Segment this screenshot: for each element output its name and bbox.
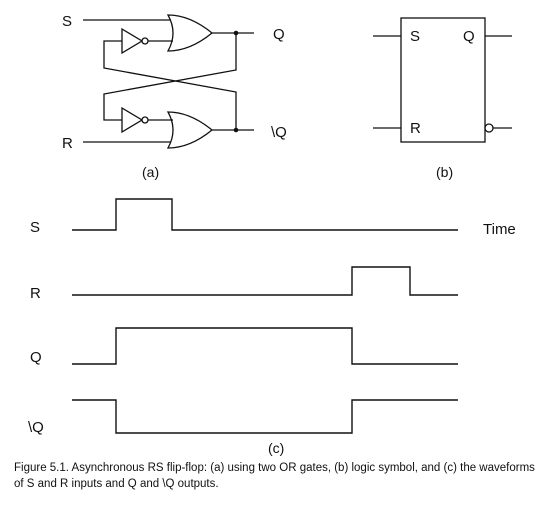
wave-qbar-label: \Q [28, 419, 44, 436]
waveforms: S R Q \Q Time (c) [28, 198, 516, 456]
panel-c-caption: (c) [268, 440, 284, 456]
q-feedback-wire [103, 33, 237, 121]
symbol-s-label: S [410, 28, 420, 45]
upper-inverter [121, 27, 144, 55]
circuit-output-q-label: Q [273, 26, 285, 43]
qbar-feedback-wire [103, 40, 237, 130]
lower-inverter [121, 106, 144, 134]
upper-or-gate [166, 14, 214, 52]
symbol-q-label: Q [463, 28, 475, 45]
figure-caption: Figure 5.1. Asynchronous RS flip-flop: (… [14, 462, 535, 490]
waveform-r [72, 266, 458, 296]
waveform-s [72, 198, 458, 231]
circuit-output-qbar-label: \Q [271, 124, 287, 141]
wave-r-label: R [30, 285, 41, 302]
circuit-input-r-label: R [62, 135, 73, 152]
panel-b-caption: (b) [436, 164, 453, 180]
waveform-qbar [72, 399, 458, 434]
upper-inverter-bubble [141, 37, 149, 45]
lower-inverter-bubble [141, 116, 149, 124]
or-gate-circuit: S R Q \Q (a) [62, 13, 287, 180]
wave-q-label: Q [30, 349, 42, 366]
logic-symbol: S R Q (b) [373, 17, 512, 180]
wave-s-label: S [30, 219, 40, 236]
symbol-r-label: R [410, 120, 421, 137]
lower-or-gate [166, 111, 214, 149]
panel-a-caption: (a) [142, 164, 159, 180]
time-label: Time [483, 221, 516, 238]
symbol-inverted-output-bubble [484, 123, 494, 133]
circuit-input-s-label: S [62, 13, 72, 30]
rs-flip-flop-figure: S R Q \Q (a) [28, 13, 516, 456]
flip-flop-box [400, 17, 486, 143]
waveform-q [72, 327, 458, 365]
